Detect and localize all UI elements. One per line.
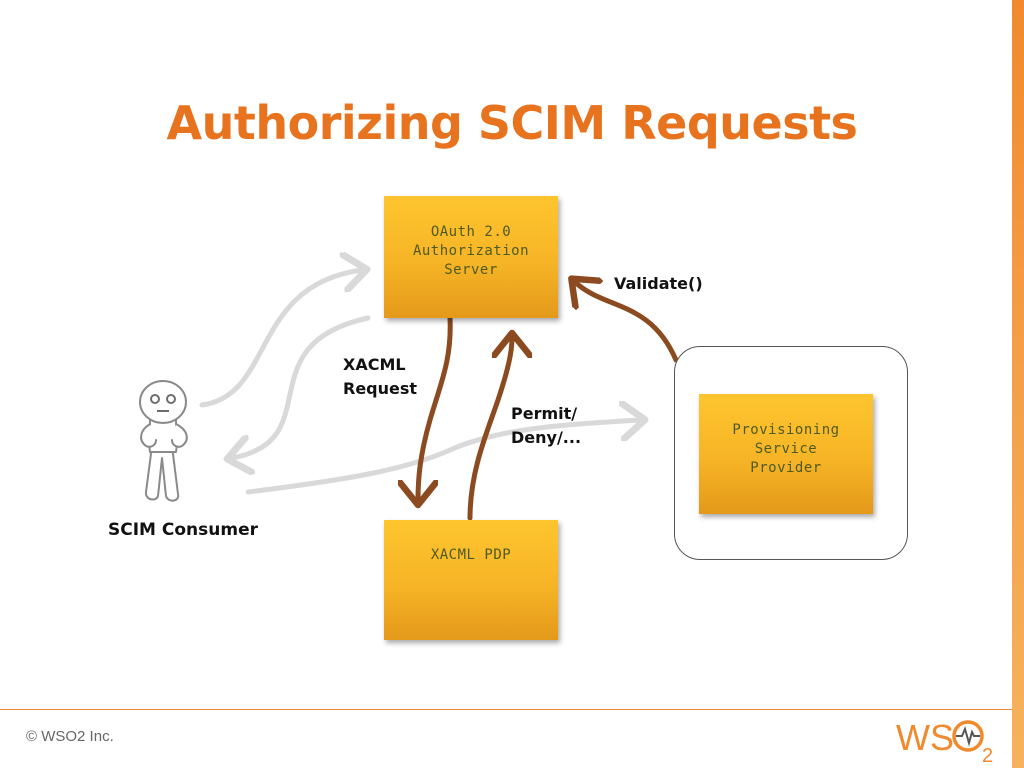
- xacml-request-label: XACML Request: [343, 353, 417, 401]
- scim-consumer-label: SCIM Consumer: [108, 520, 258, 540]
- oauth-box-line-2: Authorization: [412, 243, 530, 259]
- oauth-server-box: OAuth 2.0 Authorization Server: [384, 196, 558, 318]
- provisioning-provider-box: Provisioning Service Provider: [699, 394, 873, 514]
- logo-subscript: 2: [982, 745, 993, 766]
- pdp-box-label: XACML PDP: [430, 547, 512, 563]
- arrow-xacml-request: [418, 315, 453, 500]
- provider-box-line-3: Provider: [750, 460, 822, 476]
- provider-box-line-1: Provisioning: [732, 422, 840, 438]
- oauth-box-line-3: Server: [444, 262, 498, 278]
- xacml-request-line-2: Request: [343, 379, 418, 398]
- arrow-validate: [575, 282, 679, 363]
- provider-box-line-2: Service: [754, 441, 818, 457]
- oauth-box-line-1: OAuth 2.0: [430, 224, 512, 240]
- permit-deny-label: Permit/ Deny/...: [511, 402, 581, 450]
- right-accent-bar: [1012, 0, 1024, 768]
- permit-deny-line-1: Permit/: [511, 404, 578, 423]
- footer-divider: [0, 709, 1012, 710]
- arrow-oauth-to-consumer: [232, 315, 371, 458]
- slide-title: Authorizing SCIM Requests: [166, 96, 858, 150]
- validate-label: Validate(): [614, 274, 703, 293]
- arrow-consumer-to-provider: [245, 420, 640, 495]
- permit-deny-line-2: Deny/...: [511, 428, 582, 447]
- logo-text: WS: [896, 717, 954, 758]
- xacml-pdp-box: XACML PDP: [384, 520, 558, 640]
- xacml-request-line-1: XACML: [343, 355, 406, 374]
- copyright-text: © WSO2 Inc.: [26, 728, 114, 745]
- wso2-logo: WS 2: [896, 717, 993, 766]
- arrow-permit-deny: [467, 338, 512, 521]
- arrow-consumer-to-oauth: [199, 270, 362, 408]
